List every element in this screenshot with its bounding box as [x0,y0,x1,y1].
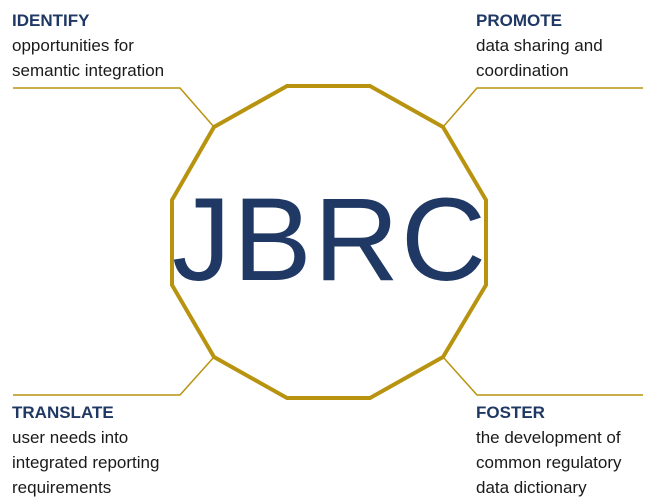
translate-heading: TRANSLATE [12,403,114,422]
promote-heading: PROMOTE [476,11,562,30]
translate-line: user needs into [12,428,129,447]
leader-line-promote [442,87,643,128]
foster-line: common regulatory [476,453,622,472]
identify-line: semantic integration [12,61,165,80]
identify-line: opportunities for [12,36,134,55]
foster-heading: FOSTER [476,403,545,422]
translate-line: integrated reporting [12,453,160,472]
promote-line: data sharing and [476,36,603,55]
promote-block: PROMOTE data sharing and coordination [476,8,603,83]
foster-line: the development of [476,428,621,447]
leader-line-foster [442,356,643,396]
identify-heading: IDENTIFY [12,11,90,30]
foster-line: data dictionary [476,478,587,497]
translate-block: TRANSLATE user needs into integrated rep… [12,400,159,500]
center-label: JBRC [172,174,489,306]
foster-block: FOSTER the development of common regulat… [476,400,622,500]
identify-block: IDENTIFY opportunities for semantic inte… [12,8,164,83]
translate-line: requirements [12,478,112,497]
leader-line-identify [13,87,215,128]
leader-line-translate [13,356,215,396]
promote-line: coordination [476,61,569,80]
